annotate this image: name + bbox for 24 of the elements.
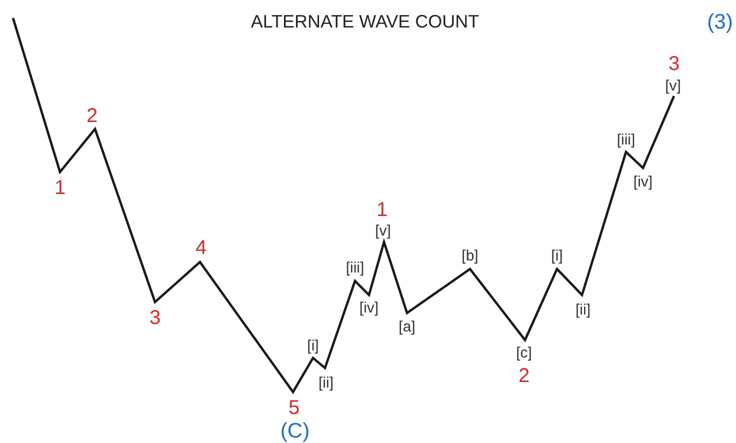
wave-number: 1 [54,178,66,198]
wave-number: 3 [149,308,161,328]
subwave-label: [v] [375,224,391,238]
wave-number: 2 [86,106,98,126]
wave-degree-label: (C) [280,420,310,442]
subwave-label: [iii] [346,260,364,276]
wave-number: 3 [668,54,680,74]
subwave-label: [i] [551,248,563,264]
wave-number: 5 [288,398,300,418]
subwave-label: [ii] [576,302,590,318]
subwave-label: [a] [398,320,416,334]
chart-title: ALTERNATE WAVE COUNT [250,10,480,34]
subwave-label: [b] [462,248,478,264]
subwave-label: [v] [665,78,681,94]
subwave-label: [iii] [616,132,636,148]
subwave-label: [i] [307,338,319,354]
subwave-label: [iv] [633,174,653,190]
wave-number: 1 [376,200,388,220]
wave-number: 4 [195,238,207,258]
subwave-label: [c] [516,346,532,360]
subwave-label: [iv] [359,300,379,316]
wave-number: 2 [518,366,530,386]
subwave-label: [ii] [318,376,334,390]
wave-degree-label: (3) [707,12,733,32]
